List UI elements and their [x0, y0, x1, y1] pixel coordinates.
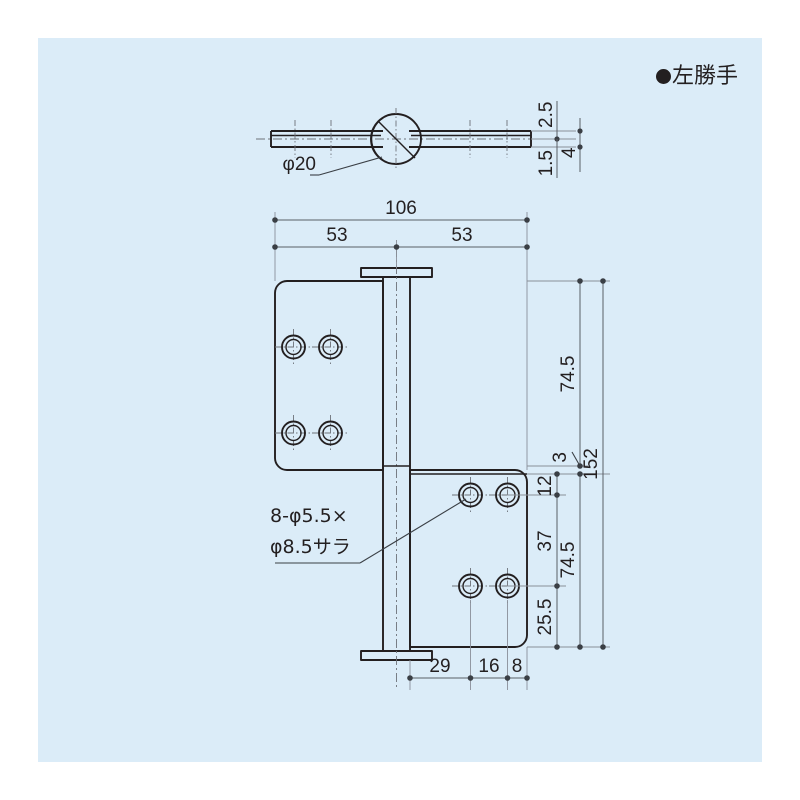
hole-callout-leader	[275, 498, 467, 564]
hole	[452, 568, 489, 605]
hole	[312, 415, 349, 452]
dim-height-upper-leaf: 74.5	[558, 356, 579, 393]
hole	[452, 477, 489, 514]
top-view-dim-1-5: 1.5	[536, 150, 557, 176]
filled-circle-icon	[655, 69, 671, 84]
hole-callout-line1: 8-φ5.5×	[270, 505, 348, 527]
top-view-group: φ20 2.5 1.5 4	[256, 101, 583, 178]
dim-width-left: 53	[326, 225, 347, 246]
upper-leaf-holes	[275, 329, 349, 452]
knuckle-body	[382, 277, 411, 651]
dim-8: 8	[512, 656, 523, 677]
dim-height-lower-leaf: 74.5	[558, 542, 579, 579]
knuckle-bottom-cap	[360, 650, 433, 661]
hole	[275, 415, 312, 452]
dim-12: 12	[535, 475, 556, 496]
dim-step-leader	[571, 451, 581, 467]
dim-width-right: 53	[451, 225, 472, 246]
dim-16: 16	[478, 656, 499, 677]
top-view-left-bar	[270, 130, 383, 148]
handedness-label: 左勝手	[655, 58, 738, 90]
drawing-canvas-background	[38, 38, 762, 762]
bottom-dimension-lines: 29 16 8	[407, 600, 530, 690]
hole	[489, 568, 526, 605]
handedness-text: 左勝手	[671, 64, 738, 89]
top-view-dim-2-5: 2.5	[536, 102, 557, 128]
knuckle-top-cap	[360, 267, 433, 278]
top-view-diameter-label: φ20	[283, 154, 316, 175]
hole	[275, 329, 312, 366]
top-view-diameter-leader	[310, 156, 383, 176]
right-dimension-lines: 74.5 3 152 74.5	[507, 278, 610, 650]
front-view-group: 8-φ5.5× φ8.5サラ 106 53 53	[270, 198, 610, 690]
dim-29: 29	[429, 656, 450, 677]
top-dimension-lines: 106 53 53	[272, 198, 530, 470]
dim-step-3: 3	[550, 452, 571, 463]
hole	[489, 477, 526, 514]
hole	[312, 329, 349, 366]
dim-37: 37	[535, 530, 556, 551]
top-view-dim-4: 4	[559, 147, 580, 158]
dim-width-total: 106	[385, 198, 417, 219]
dim-height-total: 152	[581, 448, 602, 480]
top-view-knuckle-diagonal	[377, 120, 416, 159]
dim-25-5: 25.5	[535, 599, 556, 636]
lower-leaf-outline	[409, 469, 528, 648]
hole-callout-line2: φ8.5サラ	[270, 536, 351, 558]
top-view-thickness-dims: 2.5 1.5 4	[531, 101, 583, 178]
upper-leaf-outline	[274, 280, 384, 471]
